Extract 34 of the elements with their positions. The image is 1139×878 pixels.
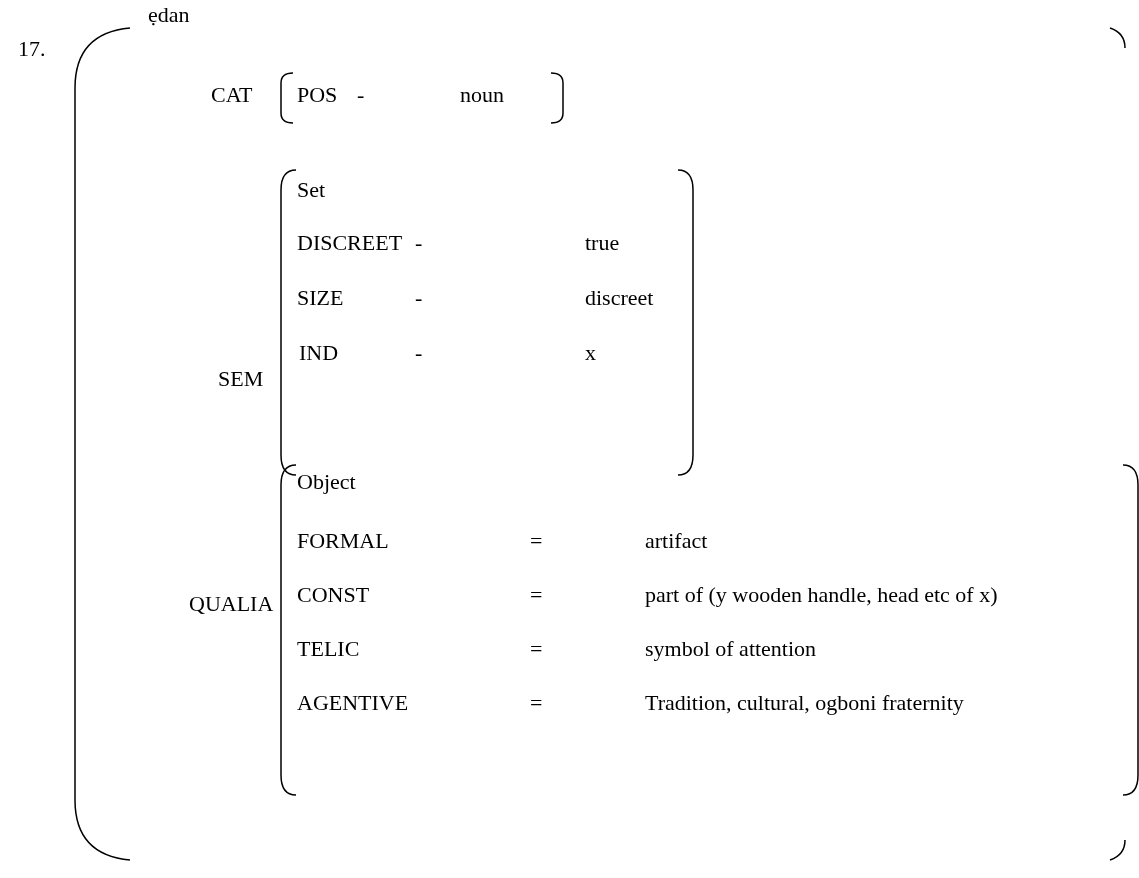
attribute-value: part of (y wooden handle, head etc of x) [645, 582, 998, 608]
feature-label: SEM [218, 366, 264, 392]
attribute-matrix [281, 170, 693, 475]
operator: = [530, 690, 543, 716]
operator: = [530, 636, 543, 662]
attribute-name: TELIC [297, 636, 360, 662]
attribute-name: FORMAL [297, 528, 389, 554]
attribute-value: discreet [585, 285, 654, 311]
attribute-name: AGENTIVE [297, 690, 409, 716]
type-label: Set [297, 177, 326, 203]
attribute-matrix [281, 73, 563, 123]
feature-label: CAT [211, 82, 253, 108]
example-number: 17. [18, 36, 46, 62]
attribute-value: symbol of attention [645, 636, 817, 662]
operator: - [415, 230, 423, 256]
operator: - [415, 340, 423, 366]
attribute-name: CONST [297, 582, 370, 608]
attribute-value: x [585, 340, 596, 366]
feature-label: QUALIA [189, 591, 274, 617]
attribute-value: artifact [645, 528, 708, 554]
attribute-name: POS [297, 82, 338, 108]
type-label: Object [297, 469, 356, 495]
headword: ẹdan [148, 2, 190, 28]
operator: - [415, 285, 423, 311]
operator: = [530, 582, 543, 608]
attribute-name: SIZE [297, 285, 344, 311]
attribute-value: noun [460, 82, 504, 108]
operator: = [530, 528, 543, 554]
operator: - [357, 82, 365, 108]
attribute-value: Tradition, cultural, ogboni fraternity [645, 690, 964, 716]
attribute-name: DISCREET [297, 230, 403, 256]
attribute-value: true [585, 230, 620, 256]
attribute-matrix [281, 465, 1138, 795]
attribute-name: IND [299, 340, 339, 366]
